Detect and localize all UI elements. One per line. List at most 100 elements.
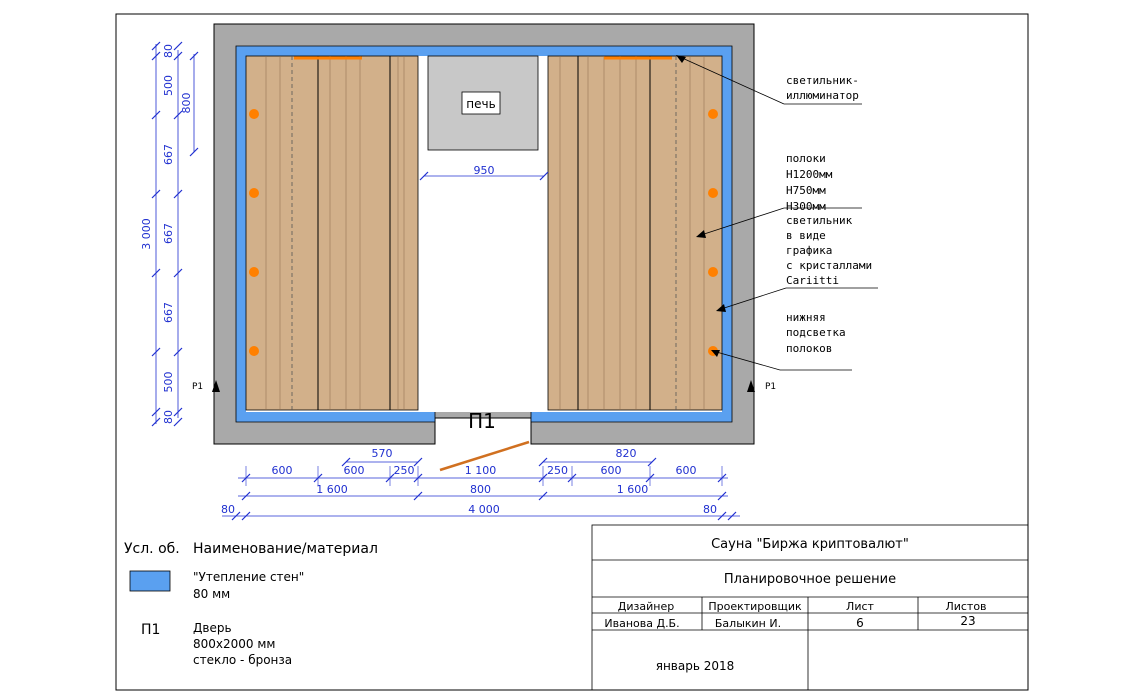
dim-bottom-570: 570 xyxy=(372,447,393,460)
note-backlight-2: подсветка xyxy=(786,326,846,339)
project-name: Сауна "Биржа криптовалют" xyxy=(711,537,909,552)
sheet-frame xyxy=(115,13,1029,691)
bottom-row4-dims: 80 4 000 80 xyxy=(221,503,717,516)
dim-left-total: 3 000 xyxy=(140,218,153,250)
section-marker-left: Р1 xyxy=(192,382,203,392)
dimension-tick xyxy=(151,110,161,120)
stove-label: печь xyxy=(466,97,495,111)
note-shelves-4: Н300мм xyxy=(786,200,826,213)
dim-bottom-820: 820 xyxy=(616,447,637,460)
engineer-name: Балыкин И. xyxy=(715,617,781,630)
dim-stove-gap: 950 xyxy=(474,164,495,177)
legend-insulation-swatch xyxy=(129,570,171,592)
dimension-tick xyxy=(173,417,183,427)
door-leaf xyxy=(439,440,530,472)
dim-left-segment: 500 xyxy=(162,372,175,393)
legend-door-material: стекло - бронза xyxy=(193,653,292,667)
dimension-tick xyxy=(173,41,183,51)
issue-date: январь 2018 xyxy=(656,659,735,673)
dim-bottom-row2: 250 xyxy=(394,464,415,477)
dimension-tick xyxy=(727,511,737,521)
sheets-total: 23 xyxy=(960,614,975,628)
legend-header-name: Наименование/материал xyxy=(193,541,378,557)
lamp-icon xyxy=(708,188,718,198)
dimension-tick xyxy=(151,417,161,427)
dimension-tick xyxy=(151,347,161,357)
lamp-icon xyxy=(249,346,259,356)
stove xyxy=(427,55,539,151)
legend-insulation-name: "Утепление стен" xyxy=(193,570,304,584)
dimension-tick xyxy=(173,51,183,61)
dim-left-segment: 667 xyxy=(162,144,175,165)
left-segment-dims: 80 500 667 667 667 500 80 xyxy=(162,44,175,424)
dimension-tick xyxy=(231,511,241,521)
sheet-title: Планировочное решение xyxy=(724,572,896,587)
dim-left-segment: 80 xyxy=(162,44,175,58)
lamp-icon xyxy=(249,188,259,198)
lamp-icon xyxy=(249,109,259,119)
lamp-icon xyxy=(708,109,718,119)
dimension-tick xyxy=(241,511,251,521)
dim-bottom-row2: 600 xyxy=(601,464,622,477)
dimension-ticks xyxy=(151,41,737,521)
note-backlight-3: полоков xyxy=(786,342,832,355)
dim-bottom-row4: 80 xyxy=(221,503,235,516)
note-shelves-2: Н1200мм xyxy=(786,168,833,181)
dimension-tick xyxy=(151,51,161,61)
legend-header-symbol: Усл. об. xyxy=(124,541,180,557)
dim-bottom-row3: 800 xyxy=(470,483,491,496)
right-shelves xyxy=(547,55,723,411)
section-arrow-icon xyxy=(747,380,755,392)
left-shelves xyxy=(245,55,419,411)
dimension-tick xyxy=(189,147,199,157)
dim-left-segment: 667 xyxy=(162,223,175,244)
legend-door-symbol: П1 xyxy=(141,622,160,638)
dimension-tick xyxy=(151,41,161,51)
dim-left-inner: 800 xyxy=(180,93,193,114)
dimension-tick xyxy=(173,268,183,278)
dimension-tick xyxy=(151,407,161,417)
dimension-tick xyxy=(173,110,183,120)
section-arrow-icon xyxy=(212,380,220,392)
sheet-number: 6 xyxy=(856,616,864,630)
dimension-tick xyxy=(419,171,429,181)
note-backlight-1: нижняя xyxy=(786,311,826,324)
header-designer: Дизайнер xyxy=(618,600,674,613)
note-illuminator-1: светильник- xyxy=(786,74,859,87)
room-label: П1 xyxy=(468,409,496,433)
note-shelves-3: Н750мм xyxy=(786,184,826,197)
note-shelves-1: полоки xyxy=(786,152,826,165)
dimension-tick xyxy=(647,457,657,467)
designer-name: Иванова Д.Б. xyxy=(604,617,679,630)
dimension-tick xyxy=(717,511,727,521)
header-engineer: Проектировщик xyxy=(708,600,802,613)
dim-bottom-row2: 600 xyxy=(344,464,365,477)
dim-bottom-row4: 4 000 xyxy=(468,503,500,516)
dim-bottom-row2: 600 xyxy=(272,464,293,477)
dimension-tick xyxy=(151,268,161,278)
dim-left-segment: 80 xyxy=(162,410,175,424)
dim-bottom-row3: 1 600 xyxy=(316,483,348,496)
lamp-icon xyxy=(249,267,259,277)
note-lamp-3: графика xyxy=(786,244,832,257)
dimension-tick xyxy=(717,491,727,501)
dimension-tick xyxy=(341,457,351,467)
dim-bottom-row4: 80 xyxy=(703,503,717,516)
note-lamp-2: в виде xyxy=(786,229,826,242)
annotations: светильник- иллюминатор полоки Н1200мм Н… xyxy=(676,55,878,371)
dim-left-segment: 667 xyxy=(162,302,175,323)
title-block xyxy=(591,524,1029,691)
header-sheet: Лист xyxy=(846,600,874,613)
dimension-tick xyxy=(173,189,183,199)
dimension-tick xyxy=(538,457,548,467)
legend-door-name: Дверь xyxy=(193,621,232,635)
dimension-tick xyxy=(539,171,549,181)
dimension-tick xyxy=(241,491,251,501)
legend-door-size: 800х2000 мм xyxy=(193,637,275,651)
dim-bottom-row2: 250 xyxy=(547,464,568,477)
section-marker-right: Р1 xyxy=(765,382,776,392)
dim-left-segment: 500 xyxy=(162,75,175,96)
